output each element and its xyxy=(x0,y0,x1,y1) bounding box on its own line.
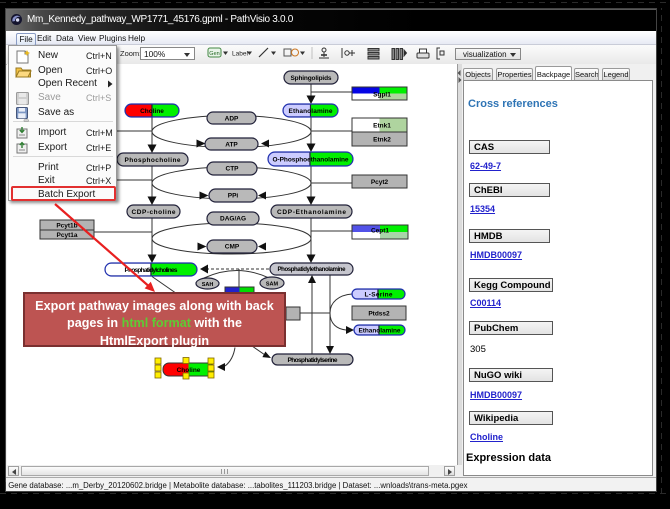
svg-text:Choline: Choline xyxy=(140,108,164,115)
svg-text:Label: Label xyxy=(232,51,248,58)
svg-text:SAH: SAH xyxy=(202,282,214,288)
svg-text:Phosphocholine: Phosphocholine xyxy=(125,157,181,164)
svg-text:Pcyt1b: Pcyt1b xyxy=(56,223,77,230)
svg-text:Etnk2: Etnk2 xyxy=(373,137,391,144)
svg-text:Pcyt1a: Pcyt1a xyxy=(57,232,78,239)
svg-text:Cept1: Cept1 xyxy=(371,228,389,235)
svg-text:CDP-Ethanolamine: CDP-Ethanolamine xyxy=(277,209,346,216)
svg-text:Phosphatidylserine: Phosphatidylserine xyxy=(288,357,338,364)
svg-text:PPi: PPi xyxy=(228,193,239,200)
svg-text:Pcyt2: Pcyt2 xyxy=(371,179,389,186)
svg-text:ATP: ATP xyxy=(225,142,238,149)
svg-text:Ptdss2: Ptdss2 xyxy=(368,311,390,318)
svg-text:CTP: CTP xyxy=(226,166,240,173)
svg-text:Ethanolamine: Ethanolamine xyxy=(359,328,401,335)
svg-text:Gen: Gen xyxy=(209,51,219,57)
svg-text:Phosphatidylcholines: Phosphatidylcholines xyxy=(125,267,178,274)
svg-text:O-Phosphoethanolamine: O-Phosphoethanolamine xyxy=(273,157,349,164)
svg-text:CDP-choline: CDP-choline xyxy=(132,209,176,216)
svg-text:Etnk1: Etnk1 xyxy=(373,123,391,130)
svg-text:L-Serine: L-Serine xyxy=(365,292,393,299)
svg-text:Choline: Choline xyxy=(177,367,201,374)
svg-text:Ethanolamine: Ethanolamine xyxy=(289,108,333,115)
svg-text:Phosphatidylethanolamine: Phosphatidylethanolamine xyxy=(278,266,347,273)
svg-text:Sgpl1: Sgpl1 xyxy=(373,92,391,99)
svg-text:CMP: CMP xyxy=(225,244,240,251)
svg-text:ADP: ADP xyxy=(225,116,239,123)
svg-text:DAG/AG: DAG/AG xyxy=(220,216,246,223)
svg-text:Sphingolipids: Sphingolipids xyxy=(291,75,332,82)
svg-text:SAM: SAM xyxy=(266,282,279,288)
